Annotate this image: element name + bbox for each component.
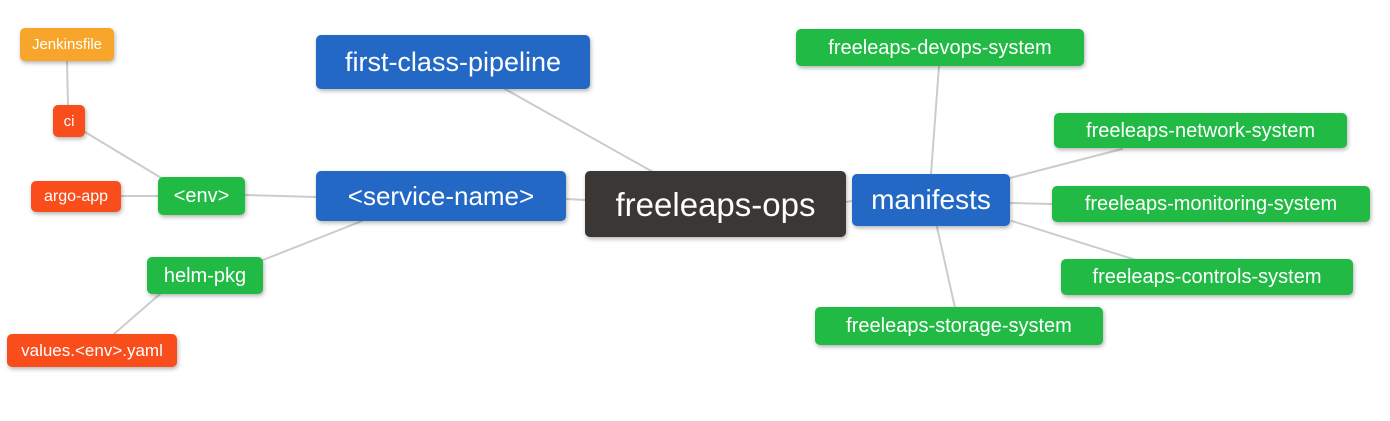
edge-env-to-service-name	[244, 194, 317, 198]
node-ci[interactable]: ci	[53, 105, 85, 137]
edge-manifests-to-freeleaps-controls-system	[1011, 220, 1137, 261]
edge-manifests-to-freeleaps-devops-system	[930, 65, 940, 175]
edge-service-name-to-helm-pkg	[262, 220, 363, 261]
node-freeleaps-storage-system[interactable]: freeleaps-storage-system	[815, 307, 1103, 345]
node-freeleaps-storage-system-label: freeleaps-storage-system	[846, 315, 1072, 337]
node-helm-pkg[interactable]: helm-pkg	[147, 257, 263, 294]
node-service-name-label: <service-name>	[347, 181, 535, 211]
node-env[interactable]: <env>	[158, 177, 245, 215]
node-freeleaps-network-system[interactable]: freeleaps-network-system	[1054, 113, 1347, 148]
node-freeleaps-ops-label: freeleaps-ops	[615, 185, 816, 223]
edge-ci-to-env	[84, 131, 169, 183]
edge-jenkinsfile-to-ci	[66, 60, 69, 106]
node-freeleaps-monitoring-system[interactable]: freeleaps-monitoring-system	[1052, 186, 1370, 222]
node-helm-pkg-label: helm-pkg	[163, 264, 247, 287]
node-freeleaps-controls-system[interactable]: freeleaps-controls-system	[1061, 259, 1353, 295]
node-values-env-yaml-label: values.<env>.yaml	[21, 341, 163, 360]
node-freeleaps-devops-system-label: freeleaps-devops-system	[828, 36, 1052, 59]
node-jenkinsfile-label: Jenkinsfile	[31, 36, 103, 53]
node-argo-app[interactable]: argo-app	[31, 181, 121, 212]
edge-freeleaps-ops-to-manifests	[845, 200, 853, 203]
node-first-class-pipeline[interactable]: first-class-pipeline	[316, 35, 590, 89]
edge-first-class-pipeline-to-freeleaps-ops	[504, 88, 654, 173]
edge-helm-pkg-to-values-env-yaml	[113, 293, 161, 335]
node-manifests-label: manifests	[871, 184, 991, 215]
edge-manifests-to-freeleaps-network-system	[1009, 148, 1123, 179]
node-manifests[interactable]: manifests	[852, 174, 1010, 226]
node-freeleaps-monitoring-system-label: freeleaps-monitoring-system	[1084, 193, 1338, 215]
node-values-env-yaml[interactable]: values.<env>.yaml	[7, 334, 177, 367]
node-freeleaps-network-system-label: freeleaps-network-system	[1086, 119, 1315, 142]
node-env-label: <env>	[173, 185, 230, 207]
node-freeleaps-devops-system[interactable]: freeleaps-devops-system	[796, 29, 1084, 66]
node-argo-app-label: argo-app	[43, 187, 109, 205]
node-service-name[interactable]: <service-name>	[316, 171, 566, 221]
node-first-class-pipeline-label: first-class-pipeline	[344, 46, 562, 77]
edge-manifests-to-freeleaps-monitoring-system	[1009, 202, 1053, 205]
edge-manifests-to-freeleaps-storage-system	[936, 226, 956, 309]
node-freeleaps-ops[interactable]: freeleaps-ops	[585, 171, 846, 237]
node-ci-label: ci	[63, 112, 75, 130]
node-jenkinsfile[interactable]: Jenkinsfile	[20, 28, 114, 61]
node-freeleaps-controls-system-label: freeleaps-controls-system	[1092, 266, 1322, 288]
edge-service-name-to-freeleaps-ops	[565, 198, 586, 201]
